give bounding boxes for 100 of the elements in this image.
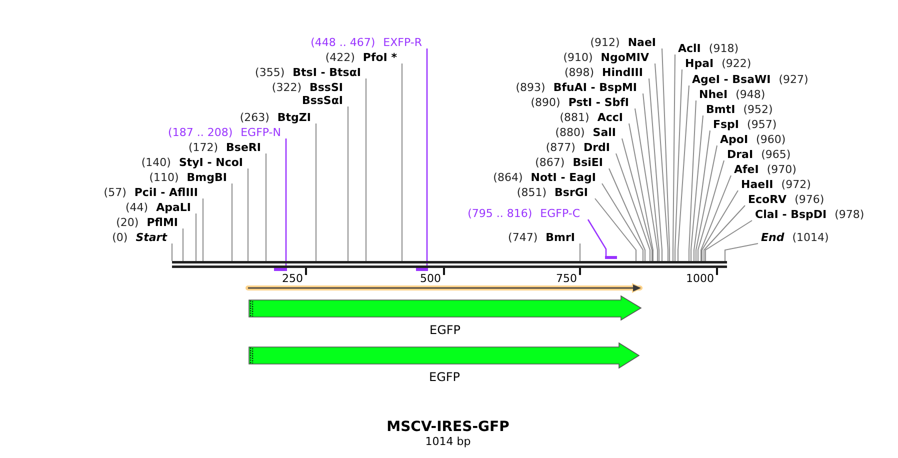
site-position: (965) (761, 148, 791, 160)
leader-line (654, 63, 668, 262)
site-position: (918) (708, 42, 738, 54)
enzyme-name: PfoI * (362, 50, 397, 64)
enzyme-name: BssSI (310, 80, 343, 94)
leader-line (702, 190, 738, 262)
leader-line (704, 205, 746, 262)
enzyme-name: DraI (727, 148, 754, 160)
enzyme-name: BmrI (546, 230, 575, 244)
leader-line (642, 93, 660, 262)
tick-label: 500 (420, 273, 441, 284)
enzyme-name: BsiEI (572, 156, 603, 168)
site-position: (890) (530, 96, 560, 108)
site-position: (1014) (792, 230, 829, 244)
site-position: (422) (325, 50, 355, 64)
enzyme-name: StyI - NcoI (178, 156, 243, 168)
leader-line (662, 48, 670, 262)
primer-binding-bar (274, 268, 287, 271)
map-title: MSCV-IRES-GFP (386, 419, 510, 435)
primer-position: (448 .. 467) (310, 36, 376, 48)
enzyme-name: AgeI - BsaWI (692, 72, 771, 86)
site-position: (960) (756, 132, 786, 146)
site-position: (948) (736, 88, 766, 100)
leader-line (698, 160, 724, 262)
leader-line (700, 175, 732, 262)
site-position: (0) (112, 230, 128, 244)
site-position: (57) (104, 186, 126, 198)
enzyme-name: ApaLI (156, 200, 191, 214)
orf-indicator (245, 282, 645, 294)
leader-line (608, 168, 646, 262)
enzyme-name: NheI (699, 88, 728, 100)
site-position: (263) (240, 110, 270, 124)
primer-position: (187 .. 208) (168, 126, 233, 138)
site-position: (322) (272, 80, 302, 94)
site-position: (851) (516, 186, 547, 198)
enzyme-name: NotI - EagI (530, 170, 596, 184)
site-position: (140) (141, 156, 171, 168)
leader-line (690, 115, 704, 262)
dna-backbone (172, 261, 727, 268)
enzyme-name: FspI (713, 118, 740, 130)
enzyme-name: BfuAI - BspMI (553, 80, 637, 94)
enzyme-name: NgoMIV (600, 50, 649, 64)
enzyme-name: HindIII (602, 66, 643, 78)
site-position: (881) (560, 110, 590, 124)
primer-binding-bar (416, 268, 428, 271)
leader-line (724, 243, 758, 262)
site-position: (880) (555, 126, 585, 138)
leader-line (705, 220, 752, 262)
enzyme-name: HpaI (685, 56, 714, 70)
leader-line (674, 69, 682, 262)
site-position: (110) (149, 170, 179, 184)
enzyme-name: HaeII (741, 178, 774, 190)
site-position: (172) (188, 140, 218, 154)
site-position: (972) (781, 178, 811, 190)
site-position: (355) (255, 66, 285, 78)
site-position: (976) (794, 192, 824, 206)
enzyme-name: BssSαI (302, 94, 343, 106)
site-position: (20) (116, 216, 139, 228)
leader-line (628, 123, 654, 262)
site-position: (978) (834, 208, 864, 220)
site-position: (44) (125, 200, 148, 214)
site-position: (898) (564, 66, 594, 78)
enzyme-name: BmgBI (186, 170, 227, 184)
site-position: (927) (778, 72, 808, 86)
enzyme-name: SalI (592, 126, 616, 138)
leader-line (202, 198, 204, 262)
site-position: (970) (766, 162, 796, 176)
primer-name: EXFP-R (383, 36, 422, 48)
enzyme-name: EcoRV (748, 192, 787, 206)
enzyme-name: PflMI (146, 216, 178, 228)
sequence-end-label: End (761, 230, 784, 244)
tick-label: 1000 (686, 273, 714, 284)
sequence-length: 1014 bp (425, 435, 471, 448)
enzyme-name: BseRI (226, 140, 261, 154)
enzyme-name: BtsI - BtsαI (292, 66, 361, 78)
leader-line (672, 54, 676, 262)
leader-line (587, 219, 607, 256)
site-position: (957) (747, 118, 777, 130)
primer-binding-bar (605, 256, 617, 259)
site-position: (922) (722, 56, 752, 70)
leader-line (182, 228, 184, 262)
enzyme-name: PstI - SbfI (568, 96, 629, 108)
site-position: (864) (493, 170, 523, 184)
leader-line (616, 153, 650, 262)
leader-line (285, 138, 287, 268)
enzyme-name: BmtI (706, 102, 736, 116)
feature-label: EGFP (429, 323, 461, 337)
leader-line (648, 78, 662, 262)
primer-name: EGFP-C (540, 206, 580, 220)
sequence-end-label: Start (136, 230, 167, 244)
leader-line (622, 138, 652, 262)
enzyme-name: AccI (597, 110, 623, 124)
enzyme-name: ClaI - BspDI (755, 208, 827, 220)
site-position: (747) (508, 230, 538, 244)
site-position: (867) (535, 156, 565, 168)
leader-line (696, 145, 718, 262)
leader-line (594, 198, 636, 262)
tick-label: 750 (556, 273, 577, 284)
enzyme-name: ApoI (720, 132, 748, 146)
leader-line (688, 100, 696, 262)
